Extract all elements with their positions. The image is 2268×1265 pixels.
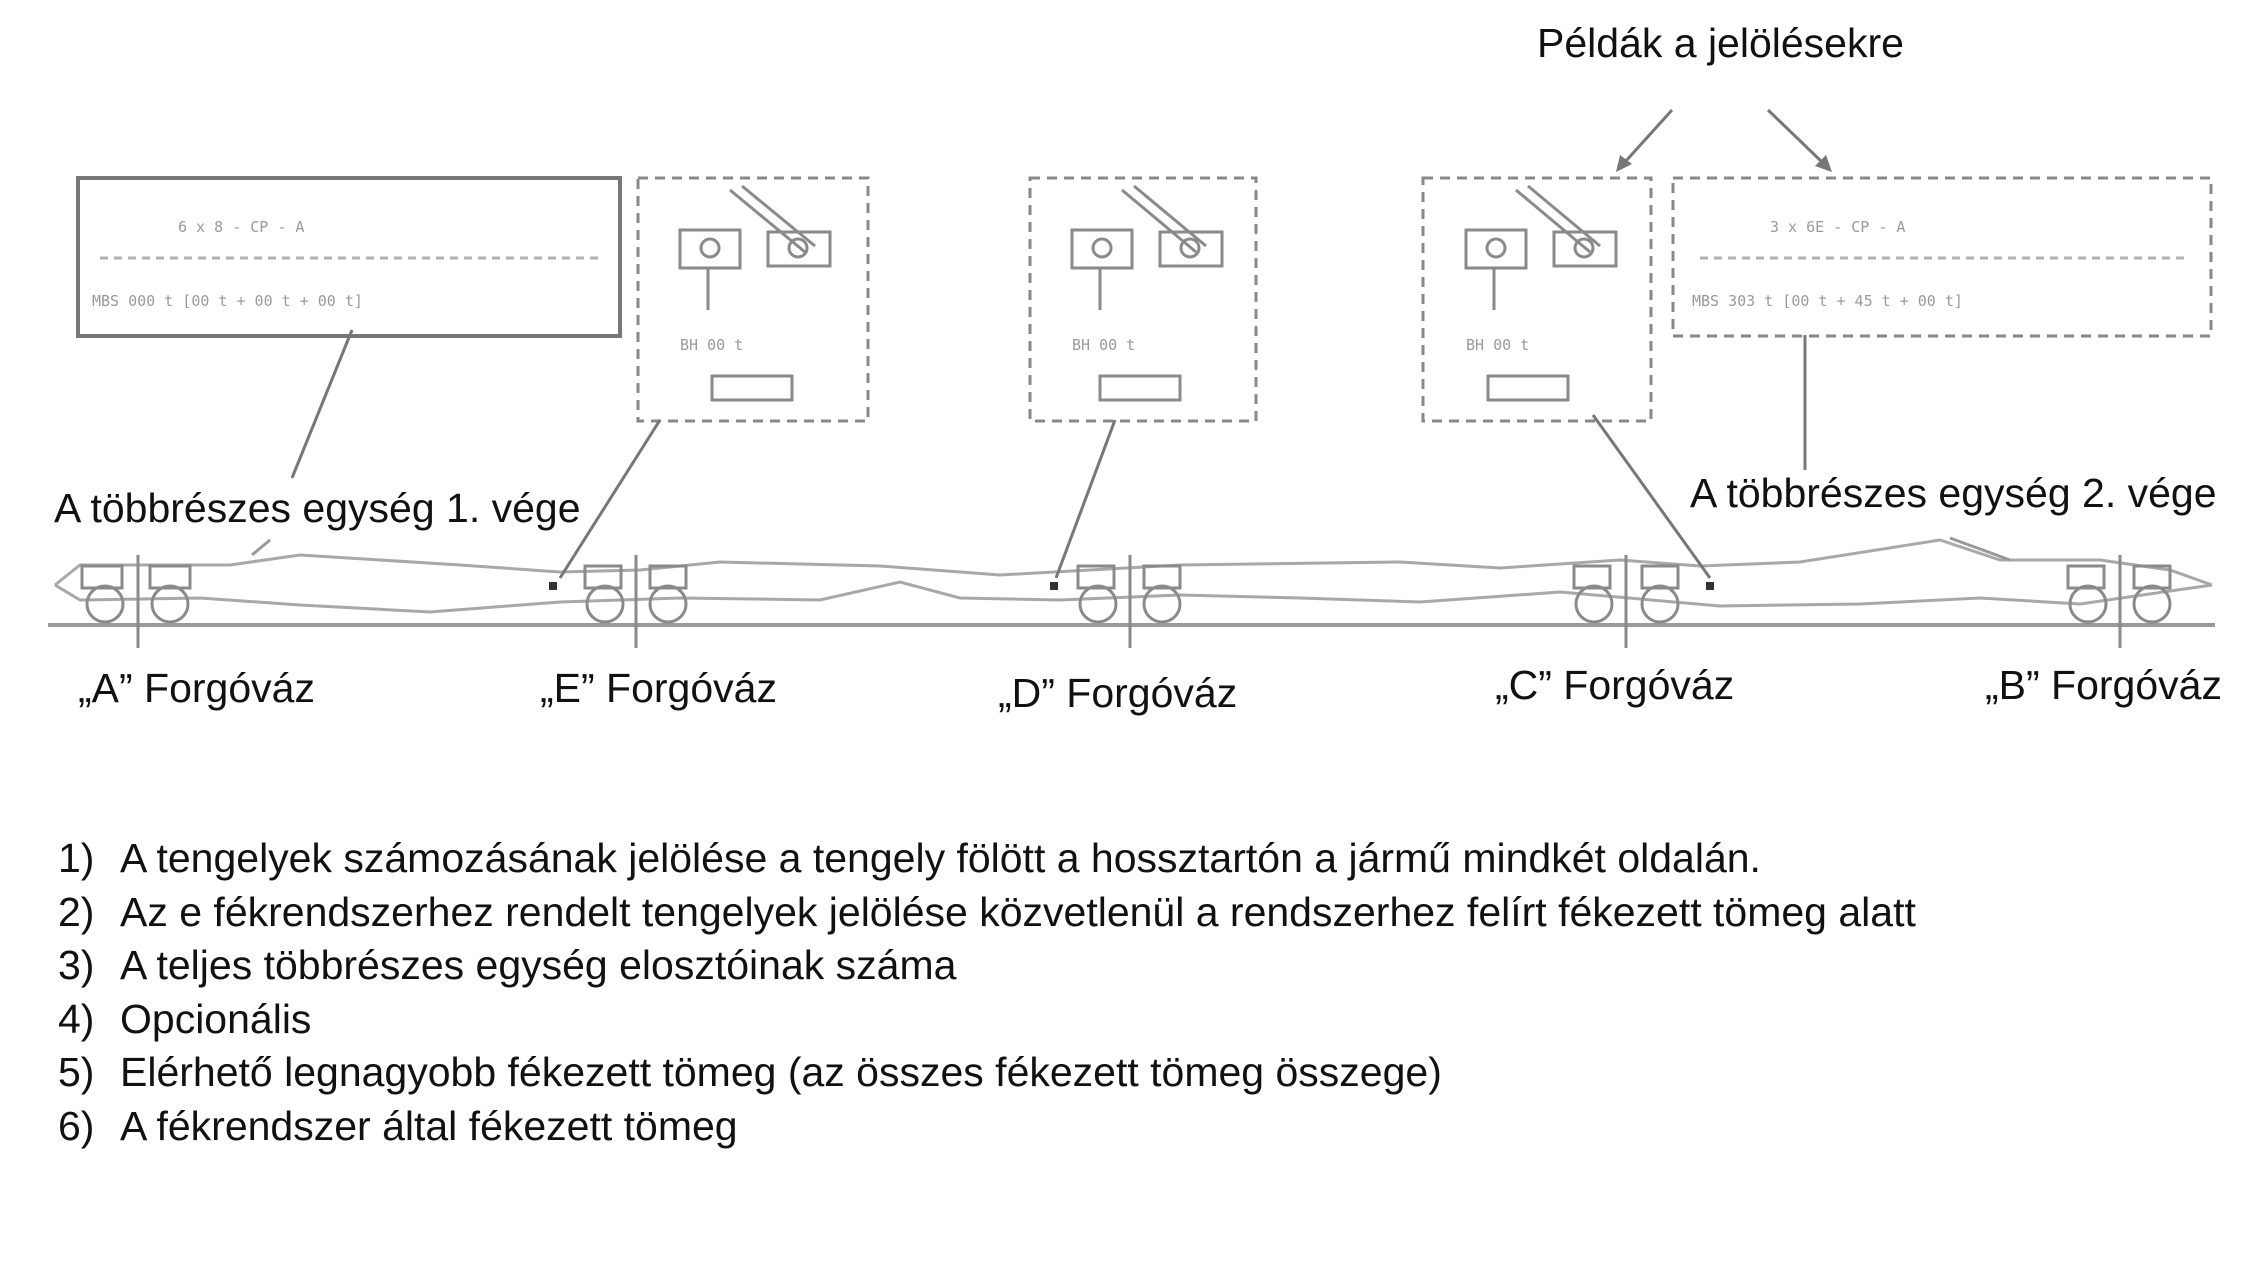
leader-end1-body — [251, 538, 271, 557]
unit-end-2-label: A többrészes egység 2. vége — [1690, 470, 2217, 516]
svg-text:BH 00 t: BH 00 t — [680, 336, 743, 354]
bogie-c-graphic — [1572, 555, 1680, 648]
brake-symbols-e — [678, 184, 832, 402]
svg-text:3 x 6E - CP - A: 3 x 6E - CP - A — [1770, 218, 1905, 236]
bogie-e-label: „E” Forgóváz — [540, 665, 777, 711]
examples-title: Példák a jelölésekre — [1537, 20, 1904, 66]
leader-d — [1054, 419, 1117, 579]
svg-text:6 x 8 - CP - A: 6 x 8 - CP - A — [178, 218, 304, 236]
bogie-a-graphic — [80, 555, 192, 648]
footnote-6: 6)A fékrendszer által fékezett tömeg — [58, 1102, 738, 1149]
leader-e — [558, 419, 662, 579]
footnote-4: 4)Opcionális — [58, 995, 312, 1042]
footnote-2: 2)Az e fékrendszerhez rendelt tengelyek … — [58, 888, 1916, 935]
footnote-1: 1)A tengelyek számozásának jelölése a te… — [58, 835, 1761, 881]
car-body-outline — [54, 538, 2213, 614]
brake-symbols-c — [1464, 184, 1618, 402]
brake-symbols-d — [1070, 184, 1224, 402]
svg-text:BH 00 t: BH 00 t — [1072, 336, 1135, 354]
svg-text:MBS 000 t [00 t + 00 t + 00 t]: MBS 000 t [00 t + 00 t + 00 t] — [92, 292, 363, 310]
leader-c — [1591, 414, 1712, 579]
bogie-b-label: „B” Forgóváz — [1985, 662, 2222, 708]
bogie-e-graphic — [583, 555, 688, 648]
bogie-b-graphic — [2066, 555, 2172, 648]
marking-formula-placeholders: 6 x 8 - CP - A MBS 000 t [00 t + 00 t + … — [92, 218, 1963, 354]
footnotes-list: 1)A tengelyek számozásának jelölése a te… — [58, 832, 1916, 1153]
example-arrow-left — [1623, 108, 1674, 164]
marker-d — [1050, 582, 1058, 590]
footnote-5: 5)Elérhető legnagyobb fékezett tömeg (az… — [58, 1049, 1442, 1095]
bogie-d-label: „D” Forgóváz — [998, 670, 1238, 716]
bogie-d-graphic — [1076, 555, 1182, 648]
bogie-c-label: „C” Forgóváz — [1495, 662, 1735, 708]
leader-end2-body — [1949, 536, 2011, 562]
svg-text:MBS 303 t [00 t + 45 t + 00 t]: MBS 303 t [00 t + 45 t + 00 t] — [1692, 292, 1963, 310]
bogie-a-label: „A” Forgóváz — [78, 665, 315, 711]
footnote-3: 3)A teljes többrészes egység elosztóinak… — [58, 942, 957, 988]
marking-box-end2 — [1671, 176, 2213, 338]
example-arrow-right — [1766, 108, 1824, 164]
marker-c — [1706, 582, 1714, 590]
brake-box-d — [1028, 176, 1258, 423]
unit-end-1-label: A többrészes egység 1. vége — [54, 485, 581, 531]
marker-e — [549, 582, 557, 590]
brake-box-e — [636, 176, 870, 423]
svg-text:BH 00 t: BH 00 t — [1466, 336, 1529, 354]
brake-box-c — [1421, 176, 1653, 423]
leader-end1 — [290, 329, 354, 479]
